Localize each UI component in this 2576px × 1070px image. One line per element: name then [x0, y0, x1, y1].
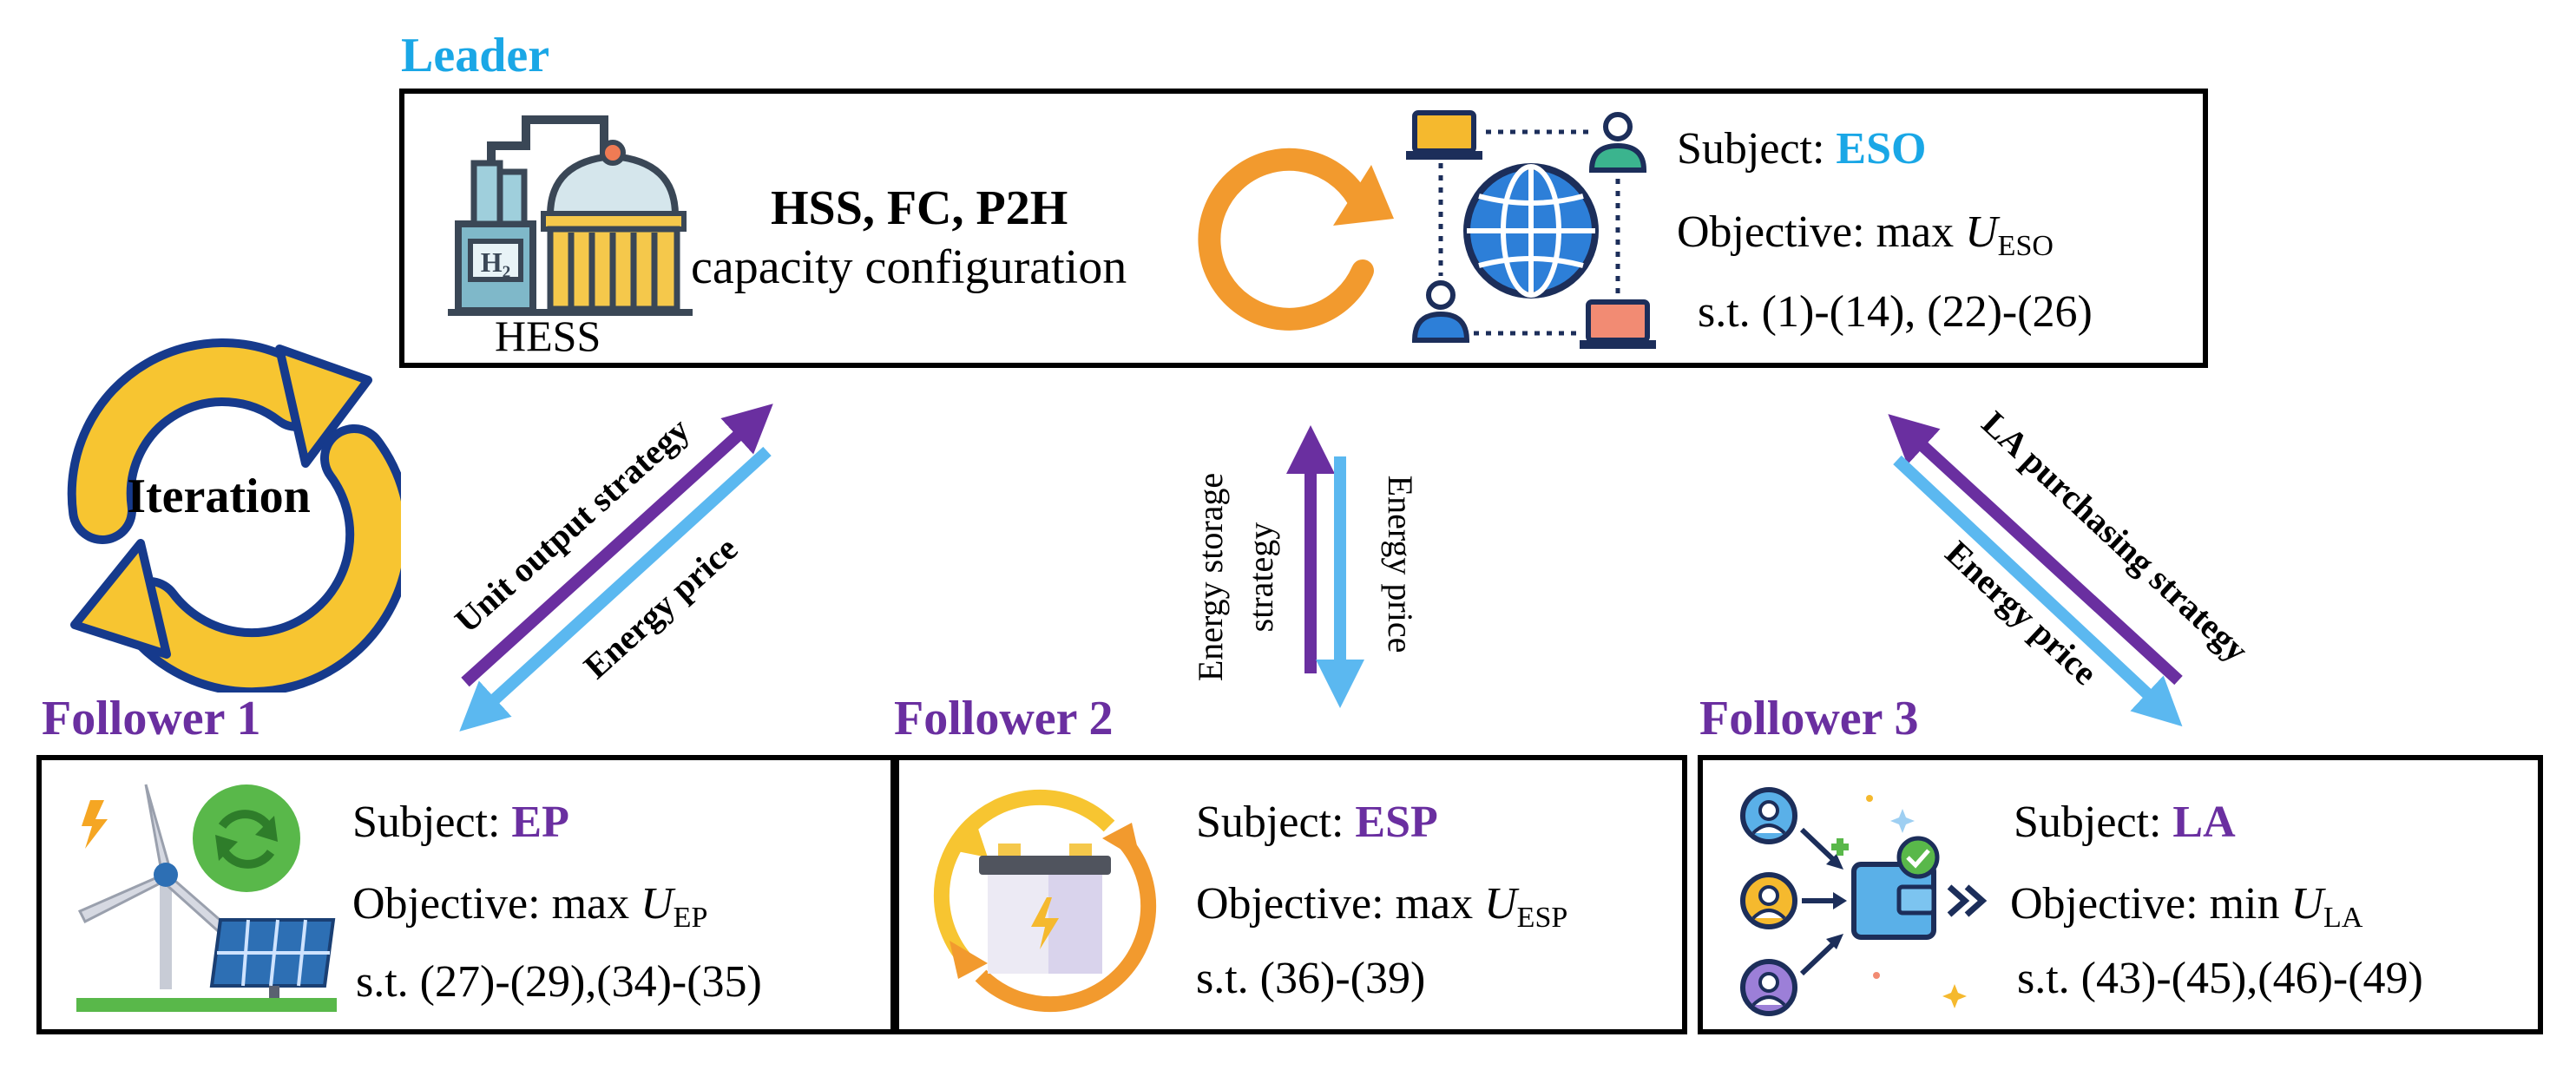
follower-2-subject-name: ESP — [1355, 798, 1438, 847]
load-aggregator-icon — [1740, 787, 1988, 1016]
leader-role-label: Leader — [401, 29, 550, 82]
mid-down-label: Energy price — [1381, 476, 1420, 653]
hydrogen-plant-icon: H₂ — [448, 115, 693, 316]
follower-1-objective-sub: EP — [673, 902, 708, 934]
follower-3-objective-prefix: Objective: min — [2010, 879, 2291, 929]
follower-2-constraints: s.t. (36)-(39) — [1196, 954, 1426, 1003]
right-down-arrow — [1893, 455, 2183, 727]
leader-subject-prefix: Subject: — [1677, 124, 1837, 174]
leader-objective-prefix: Objective: max — [1677, 207, 1966, 257]
follower-3-constraints: s.t. (43)-(45),(46)-(49) — [2017, 954, 2423, 1003]
mid-up-label-1: Energy storage — [1191, 473, 1230, 681]
follower-1-box: Subject: EP Objective: max UEP s.t. (27)… — [36, 755, 896, 1034]
left-up-arrow — [461, 404, 773, 687]
follower-3-subject-name: LA — [2172, 798, 2236, 847]
right-down-label: Energy price — [1938, 533, 2105, 693]
follower-2-subject-prefix: Subject: — [1196, 798, 1356, 847]
left-down-arrow — [459, 446, 772, 732]
follower-2-box: Subject: ESP Objective: max UESP s.t. (3… — [894, 755, 1687, 1034]
leader-constraints: s.t. (1)-(14), (22)-(26) — [1698, 287, 2093, 337]
follower-3-objective-sub: LA — [2323, 902, 2363, 934]
follower-1-role-label: Follower 1 — [42, 692, 261, 745]
leader-subject: Subject: ESO — [1677, 127, 1926, 172]
follower-1-objective-prefix: Objective: max — [352, 879, 641, 929]
follower-1-objective: Objective: max UEP — [352, 882, 707, 933]
follower-1-constraints: s.t. (27)-(29),(34)-(35) — [356, 957, 762, 1007]
leader-objective-sub: ESO — [1997, 230, 2054, 262]
leader-objective-var: U — [1965, 207, 1998, 257]
follower-3-role-label: Follower 3 — [1699, 692, 1919, 745]
follower-1-subject-name: EP — [511, 798, 569, 847]
follower-3-objective-var: U — [2290, 879, 2324, 929]
hess-label: HESS — [495, 312, 601, 360]
follower-3-objective: Objective: min ULA — [2010, 882, 2362, 933]
follower-2-objective: Objective: max UESP — [1196, 882, 1567, 933]
leader-subject-name: ESO — [1836, 124, 1927, 174]
leader-objective: Objective: max UESO — [1677, 210, 2054, 261]
follower-2-objective-var: U — [1484, 879, 1517, 929]
follower-1-subject-prefix: Subject: — [352, 798, 512, 847]
right-up-arrow — [1888, 414, 2183, 686]
follower-2-objective-sub: ESP — [1516, 902, 1568, 934]
iteration-label: Iteration — [127, 469, 311, 523]
config-text: capacity configuration — [691, 240, 1127, 294]
follower-1-subject: Subject: EP — [352, 800, 569, 845]
svg-text:H₂: H₂ — [481, 246, 510, 278]
follower-2-role-label: Follower 2 — [894, 692, 1114, 745]
leader-box: H₂ HESS HSS, FC, P2H capacity configurat… — [399, 89, 2208, 368]
battery-cycle-icon — [933, 789, 1157, 1013]
follower-2-subject: Subject: ESP — [1196, 800, 1438, 845]
refresh-arrow-icon — [1198, 148, 1394, 331]
config-title: HSS, FC, P2H — [771, 181, 1068, 235]
mid-up-label-2: strategy — [1241, 522, 1280, 633]
global-network-icon — [1406, 110, 1656, 349]
follower-3-subject: Subject: LA — [2014, 800, 2236, 845]
follower-1-objective-var: U — [641, 879, 674, 929]
follower-3-subject-prefix: Subject: — [2014, 798, 2173, 847]
follower-2-objective-prefix: Objective: max — [1196, 879, 1485, 929]
iteration-cycle-icon: Iteration — [67, 338, 401, 693]
wind-solar-icon — [76, 784, 337, 1012]
follower-3-box: Subject: LA Objective: min ULA s.t. (43)… — [1698, 755, 2543, 1034]
